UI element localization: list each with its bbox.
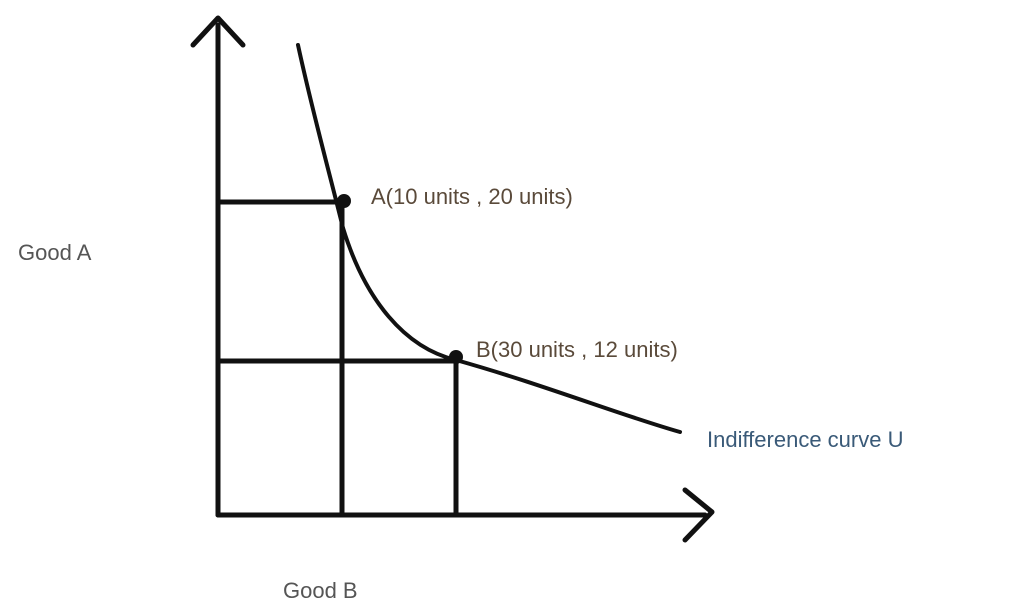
point-a-marker (337, 194, 351, 208)
point-b-marker (449, 350, 463, 364)
point-b-label: B(30 units , 12 units) (476, 337, 678, 362)
y-axis-arrowhead (190, 15, 246, 48)
x-axis-arrowhead (682, 487, 715, 543)
y-axis-label: Good A (18, 240, 92, 265)
curve-label: Indifference curve U (707, 427, 903, 452)
indifference-curve (296, 43, 682, 434)
point-a-label: A(10 units , 20 units) (371, 184, 573, 209)
x-axis-label: Good B (283, 578, 358, 603)
